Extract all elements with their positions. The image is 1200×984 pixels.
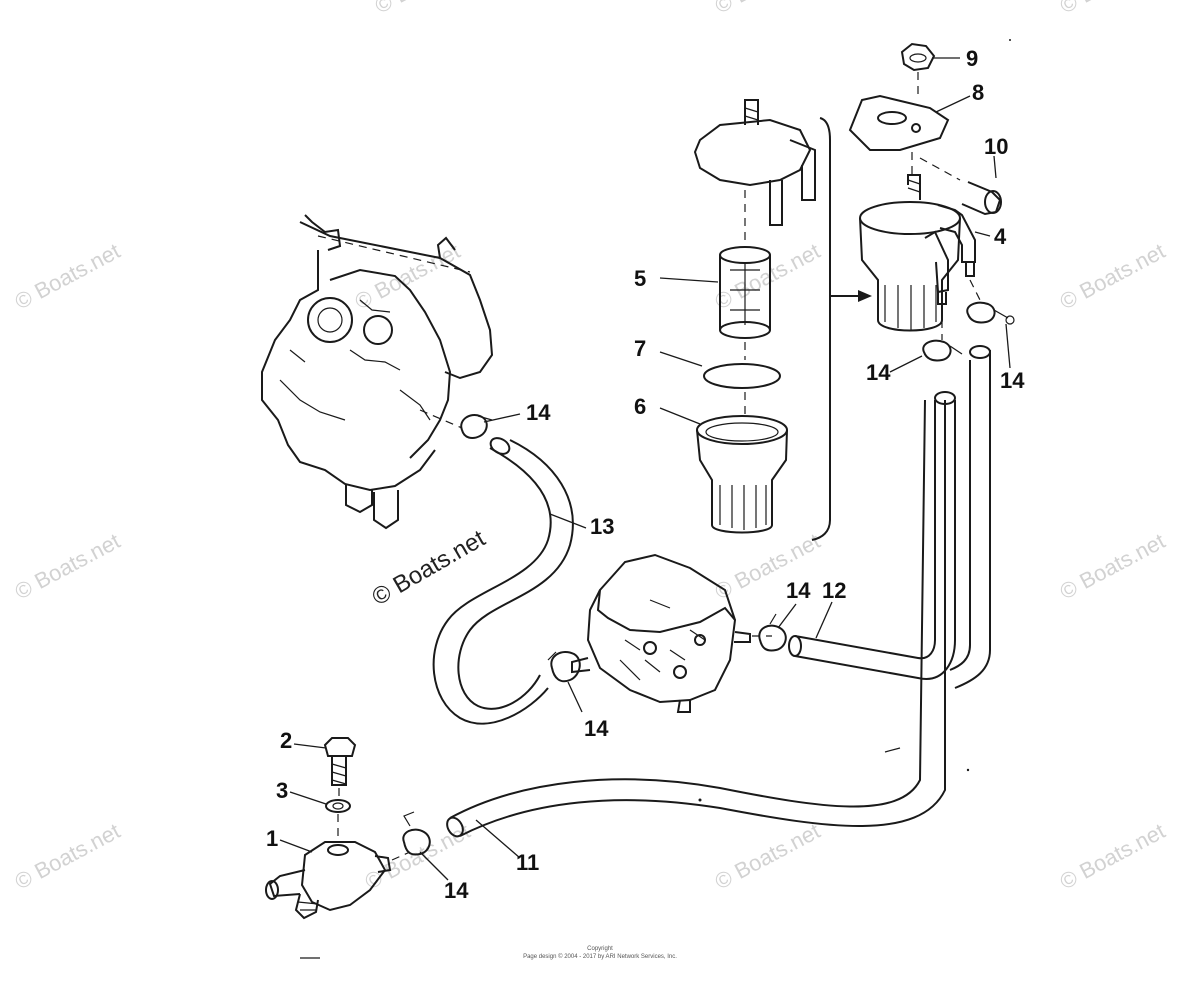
callout-3: 3 bbox=[276, 778, 288, 803]
watermark: © Boats.net bbox=[11, 818, 125, 894]
callout-labels: 9 8 10 4 5 7 6 14 14 14 13 14 12 14 2 3 … bbox=[266, 46, 1025, 903]
hose-clamp-filter-left bbox=[922, 339, 963, 362]
copyright-line-2: Page design © 2004 - 2017 by ARI Network… bbox=[523, 953, 677, 960]
watermark: © Boats.net bbox=[1056, 238, 1170, 314]
watermark: © Boats.net bbox=[711, 818, 825, 894]
callout-2: 2 bbox=[280, 728, 292, 753]
watermark: © Boats.net bbox=[1056, 0, 1170, 18]
scan-specks bbox=[300, 39, 1011, 959]
watermark: © Boats.net bbox=[1056, 528, 1170, 604]
watermark-prominent: © Boats.net bbox=[368, 525, 491, 611]
callout-14-connector: 14 bbox=[444, 878, 469, 903]
callout-14-filter-right: 14 bbox=[1000, 368, 1025, 393]
callout-14-filter-left: 14 bbox=[866, 360, 891, 385]
hose-clamp-pump-inlet bbox=[547, 650, 581, 683]
fuel-filter-assembly bbox=[848, 42, 1002, 340]
hose-clamp-lower-left bbox=[402, 811, 431, 856]
leader-lines bbox=[279, 57, 1011, 881]
fuel-connector-illustration bbox=[265, 737, 411, 920]
callout-14-carb: 14 bbox=[526, 400, 551, 425]
callout-7: 7 bbox=[634, 336, 646, 361]
callout-10: 10 bbox=[984, 134, 1008, 159]
hose-clamp-filter-right bbox=[966, 301, 1015, 325]
watermark: © Boats.net bbox=[11, 238, 125, 314]
watermark: © Boats.net bbox=[11, 528, 125, 604]
callout-11: 11 bbox=[516, 850, 539, 875]
hose-13 bbox=[432, 437, 574, 725]
footer-copyright: Copyright Page design © 2004 - 2017 by A… bbox=[523, 946, 677, 960]
watermark: © Boats.net bbox=[371, 0, 485, 18]
carburetor-illustration bbox=[261, 214, 494, 530]
watermark: © Boats.net bbox=[711, 0, 825, 18]
hose-12 bbox=[788, 391, 956, 680]
hose-clamp-upper-left bbox=[460, 414, 493, 439]
watermark: © Boats.net bbox=[1056, 818, 1170, 894]
hose-clamp-pump-outlet bbox=[758, 613, 787, 652]
fuel-pump-illustration bbox=[571, 553, 772, 713]
watermark: © Boats.net bbox=[351, 238, 465, 314]
callout-5: 5 bbox=[634, 266, 646, 291]
callout-6: 6 bbox=[634, 394, 646, 419]
copyright-line-1: Copyright bbox=[587, 946, 613, 952]
callout-8: 8 bbox=[972, 80, 984, 105]
callout-1: 1 bbox=[266, 826, 278, 851]
callout-4: 4 bbox=[994, 224, 1007, 249]
callout-12: 12 bbox=[822, 578, 846, 603]
filter-exploded-view bbox=[693, 99, 872, 541]
callout-9: 9 bbox=[966, 46, 978, 71]
hose-return bbox=[949, 345, 991, 689]
hose-11 bbox=[446, 399, 946, 838]
callout-13: 13 bbox=[590, 514, 614, 539]
callout-14-pump-inlet: 14 bbox=[584, 716, 609, 741]
callout-14-pump-outlet: 14 bbox=[786, 578, 811, 603]
